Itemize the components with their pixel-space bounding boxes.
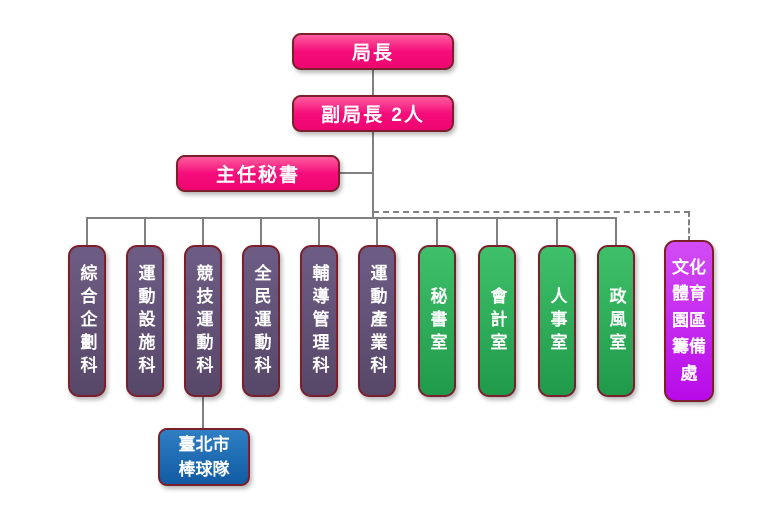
node-label: 運動設施科 xyxy=(135,263,155,379)
node-label: 秘書室 xyxy=(427,286,447,356)
connector-line xyxy=(556,217,558,246)
connector-line xyxy=(615,217,617,246)
node-label: 臺北市棒球隊 xyxy=(178,434,230,480)
node-label: 文化體育園區籌備處 xyxy=(672,258,706,383)
node-office-accounting: 會計室 xyxy=(478,245,516,397)
connector-line xyxy=(260,217,262,246)
node-label: 綜合企劃科 xyxy=(77,263,97,379)
connector-line xyxy=(202,397,204,428)
node-dept-comprehensive-planning: 綜合企劃科 xyxy=(68,245,106,397)
node-label: 人事室 xyxy=(547,286,567,356)
node-label: 局長 xyxy=(351,43,394,64)
node-label: 競技運動科 xyxy=(193,263,213,379)
connector-line xyxy=(318,217,320,246)
node-dept-guidance-management: 輔導管理科 xyxy=(300,245,338,397)
node-label: 會計室 xyxy=(487,286,507,356)
connector-line xyxy=(86,217,617,219)
node-label: 政風室 xyxy=(606,286,626,356)
connector-line xyxy=(202,217,204,246)
node-dept-sports-industry: 運動產業科 xyxy=(358,245,396,397)
node-label: 輔導管理科 xyxy=(309,263,329,379)
connector-line-dashed xyxy=(688,211,690,242)
node-office-civil-service-ethics: 政風室 xyxy=(597,245,635,397)
node-preparatory-office: 文化體育園區籌備處 xyxy=(664,240,714,402)
node-chief-secretary: 主任秘書 xyxy=(176,155,340,192)
connector-line xyxy=(376,217,378,246)
node-dept-sports-for-all: 全民運動科 xyxy=(242,245,280,397)
node-label: 全民運動科 xyxy=(251,263,271,379)
node-director: 局長 xyxy=(292,33,454,70)
connector-line xyxy=(372,132,374,219)
connector-line xyxy=(436,217,438,246)
node-dept-sports-facilities: 運動設施科 xyxy=(126,245,164,397)
node-label: 副局長 2人 xyxy=(321,105,425,126)
node-dept-competitive-sports: 競技運動科 xyxy=(184,245,222,397)
node-office-personnel: 人事室 xyxy=(538,245,576,397)
connector-line xyxy=(86,217,88,246)
connector-line xyxy=(144,217,146,246)
connector-line xyxy=(372,70,374,96)
node-label: 運動產業科 xyxy=(367,263,387,379)
connector-line xyxy=(496,217,498,246)
connector-line-dashed xyxy=(373,211,690,213)
node-office-secretariat: 秘書室 xyxy=(418,245,456,397)
node-label: 主任秘書 xyxy=(215,165,300,186)
connector-line xyxy=(340,172,374,174)
node-deputy-director: 副局長 2人 xyxy=(292,95,454,132)
node-baseball-team: 臺北市棒球隊 xyxy=(158,428,250,486)
